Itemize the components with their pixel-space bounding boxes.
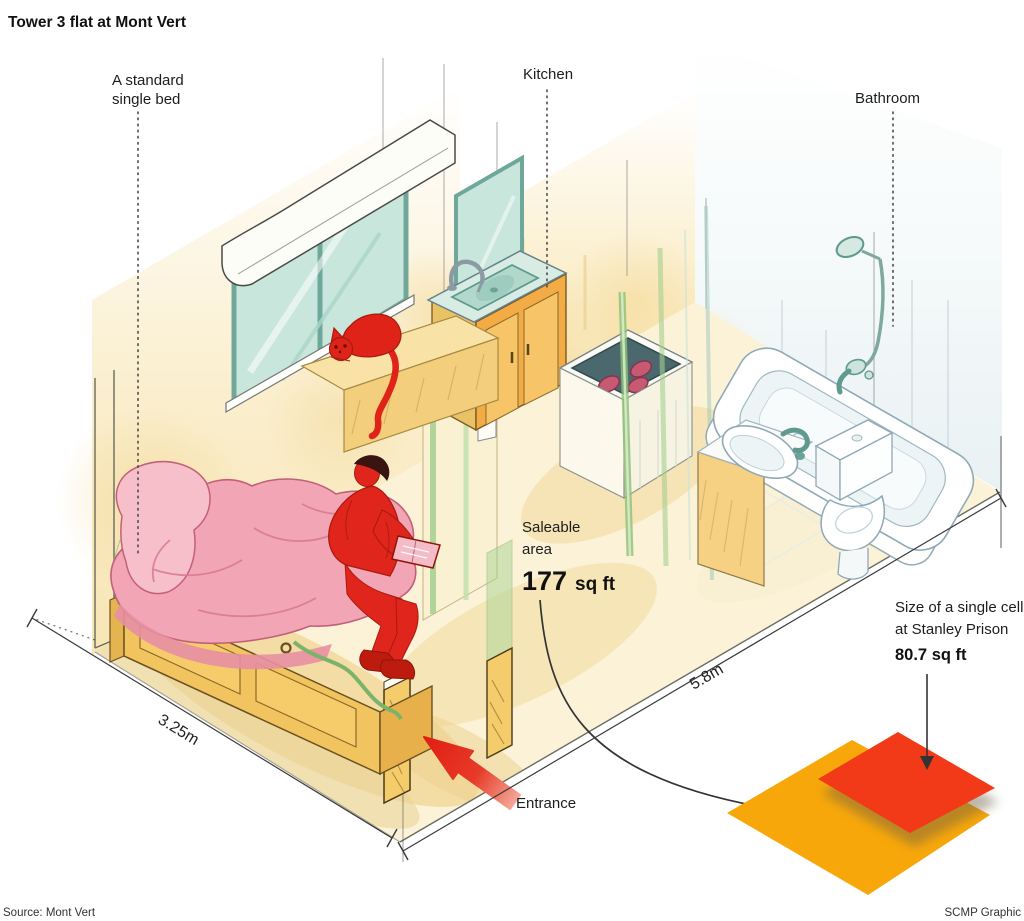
cat-figure xyxy=(328,313,402,440)
duvet-drape xyxy=(114,604,332,670)
glass-edge xyxy=(657,247,669,567)
shower-head xyxy=(835,235,865,259)
bed-label-line1: A standard xyxy=(112,72,184,89)
stove-unit xyxy=(558,329,694,499)
tub-spout xyxy=(836,368,852,395)
prison-area-value: 80.7 sq ft xyxy=(895,646,967,664)
extension-line xyxy=(31,617,96,641)
stove-hatching xyxy=(639,400,677,488)
window-ledge xyxy=(300,315,500,453)
cell-area-diamond xyxy=(818,732,995,833)
flat-area-diamond xyxy=(727,740,990,895)
bathroom xyxy=(696,235,1002,587)
shower-arm xyxy=(861,249,881,261)
toilet xyxy=(814,419,894,580)
book xyxy=(391,535,441,569)
boot xyxy=(380,659,416,680)
entrance-label: Entrance xyxy=(516,795,576,812)
toilet-tank-side xyxy=(839,431,893,502)
cat-eye xyxy=(343,344,347,348)
drawer-handle xyxy=(280,642,292,654)
flush-button xyxy=(851,434,863,442)
faucet-spout xyxy=(476,281,484,293)
bathroom-label: Bathroom xyxy=(855,90,920,107)
bed-drawer xyxy=(255,662,357,748)
shower-pipe xyxy=(859,258,885,370)
glass-highlight xyxy=(620,291,632,557)
basin-faucet xyxy=(780,427,810,453)
prison-label-line1: Size of a single cell xyxy=(895,599,1023,616)
comparison-diagram: Size of a single cell at Stanley Prison … xyxy=(727,599,1023,895)
leader-lines xyxy=(137,89,894,557)
mixer-handle xyxy=(864,370,874,380)
window xyxy=(221,119,524,414)
window-valance xyxy=(221,119,456,287)
person-torso xyxy=(328,485,401,577)
book-pages xyxy=(400,545,430,559)
pillow xyxy=(115,460,211,595)
saleable-area-value: 177 xyxy=(522,566,567,596)
entrance-post-right xyxy=(486,646,513,760)
prison-callout: Size of a single cell at Stanley Prison … xyxy=(895,599,1023,770)
glass-edge xyxy=(684,229,691,561)
cat-tail xyxy=(368,346,399,440)
book-spine xyxy=(411,539,417,564)
bathroom-wall xyxy=(695,40,1002,492)
basin-tap-handle xyxy=(795,452,805,460)
basin-inner xyxy=(729,434,785,472)
faucet xyxy=(448,259,485,289)
vanity-hatching xyxy=(699,479,749,567)
dimension-depth xyxy=(397,488,1007,862)
post-hatching xyxy=(489,679,505,745)
shower xyxy=(835,235,885,395)
source-credit: Source: Mont Vert xyxy=(3,907,96,919)
cat-head xyxy=(328,336,354,362)
burners xyxy=(597,360,653,394)
cat-nose xyxy=(338,350,342,354)
prison-label-line2: at Stanley Prison xyxy=(895,621,1008,638)
cat-paw-line xyxy=(330,356,351,362)
person-figure xyxy=(328,455,441,680)
tape-measure-line xyxy=(292,640,403,720)
entrance-arrow-icon xyxy=(423,736,521,810)
bed-label-line2: single bed xyxy=(112,91,180,108)
page-title: Tower 3 flat at Mont Vert xyxy=(8,14,186,31)
floor-edge-left xyxy=(94,651,401,843)
saleable-label-line2: area xyxy=(522,541,553,558)
glass-reflection xyxy=(280,231,382,382)
ledge-hatching xyxy=(351,353,485,435)
valance-line xyxy=(237,147,449,275)
glass-reflection xyxy=(247,220,351,374)
sink-drain xyxy=(490,287,498,293)
vanity xyxy=(696,419,814,587)
graphic-credit: SCMP Graphic xyxy=(945,907,1022,919)
cabinet-door xyxy=(523,291,559,406)
arrowhead-icon xyxy=(920,756,934,770)
dimension-width xyxy=(26,608,398,848)
curved-pointer-line xyxy=(539,599,757,807)
kitchen-label: Kitchen xyxy=(523,66,573,83)
ledge-front xyxy=(343,337,499,453)
cat-eye xyxy=(334,345,338,349)
clothing-creases xyxy=(345,499,390,559)
faucet-base xyxy=(447,285,457,291)
saleable-area-unit: sq ft xyxy=(575,574,616,595)
person-hair xyxy=(354,455,390,481)
saleable-label-line1: Saleable xyxy=(522,519,580,536)
toilet-seat xyxy=(835,506,873,534)
glass-panel xyxy=(486,539,513,662)
toilet-base xyxy=(837,548,869,580)
